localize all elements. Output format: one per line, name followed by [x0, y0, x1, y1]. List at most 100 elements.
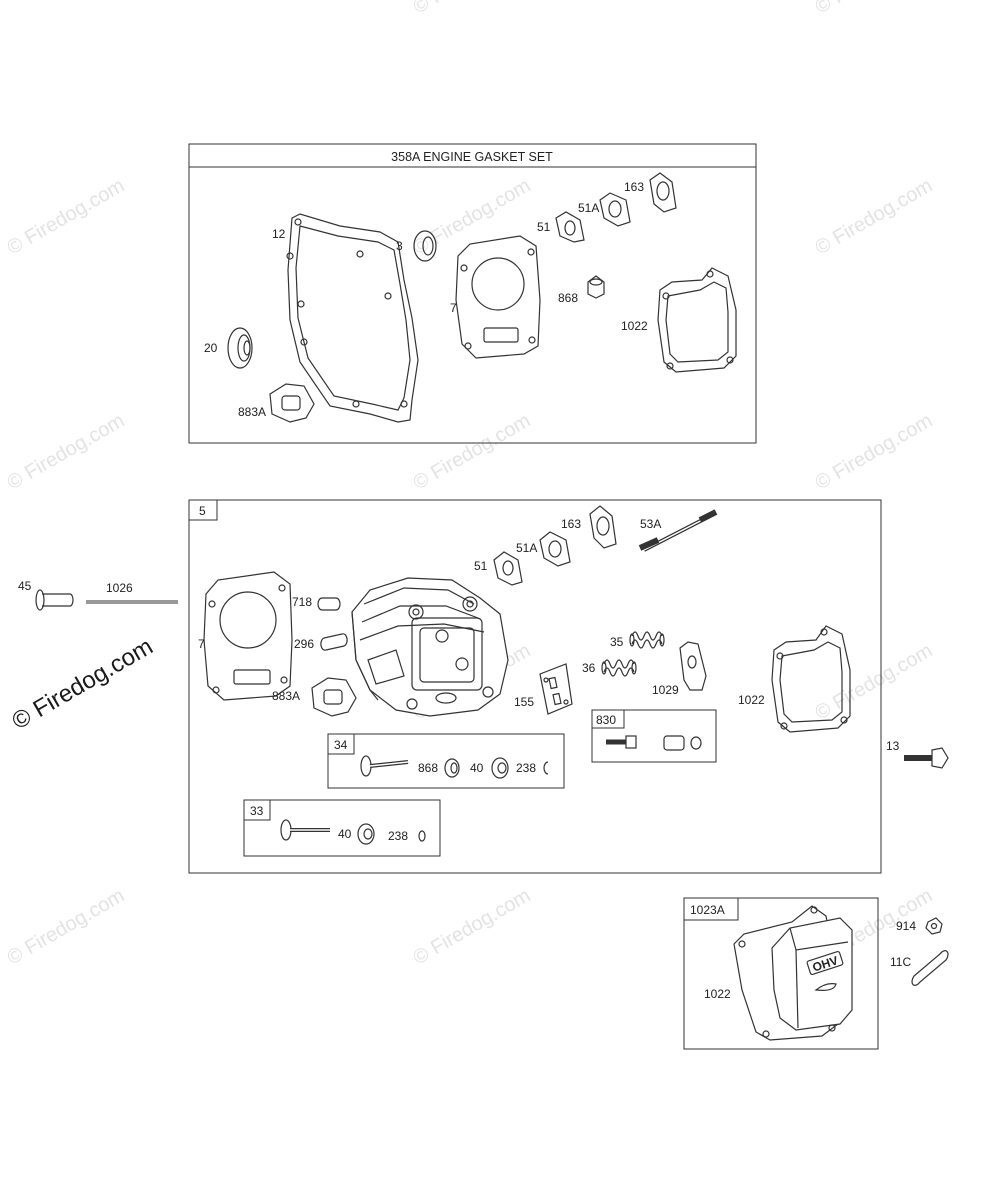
carburetor-gasket-163: [589, 505, 617, 549]
label-296: 296: [294, 637, 314, 651]
exhaust-valve: [360, 755, 409, 777]
pin-11c: [911, 950, 949, 986]
watermark: © Firedog.com: [812, 0, 937, 18]
bolt-13: [904, 747, 949, 769]
label-155: 155: [514, 695, 534, 709]
label-53a: 53A: [640, 517, 661, 531]
intake-gasket-51a: [539, 531, 571, 567]
label-1022: 1022: [621, 319, 648, 333]
rocker-cover-gasket: [771, 625, 851, 733]
oil-seal-20: [227, 327, 253, 369]
intake-gasket-51: [555, 211, 585, 243]
label-718: 718: [292, 595, 312, 609]
keeper-238: [418, 830, 426, 842]
sub-assembly-33: 33 40 238: [243, 799, 441, 857]
label-883a: 883A: [272, 689, 300, 703]
label-238: 238: [516, 761, 536, 775]
watermark: © Firedog.com: [4, 410, 129, 495]
assembly-id-830: 830: [596, 713, 616, 727]
assembly-id-5: 5: [199, 504, 206, 518]
stud-53a: [638, 509, 718, 552]
valve-cover-panel: 1023A OHV 1022: [683, 897, 879, 1050]
guide-plate-155: [539, 663, 573, 715]
watermark: © Firedog.com: [410, 175, 535, 260]
watermark: © Firedog.com: [812, 640, 937, 725]
watermark: © Firedog.com: [812, 410, 937, 495]
label-7: 7: [450, 301, 457, 315]
watermark: © Firedog.com: [812, 175, 937, 260]
gasket-set-frame: [188, 143, 757, 444]
assembly-id-1023a: 1023A: [690, 903, 725, 917]
valve-seal-868: [587, 275, 605, 299]
crankcase-gasket: [287, 213, 419, 423]
label-11c: 11C: [890, 955, 911, 969]
label-1022: 1022: [738, 693, 765, 707]
assembly-id-34: 34: [334, 738, 348, 752]
label-163: 163: [624, 180, 644, 194]
label-868: 868: [418, 761, 438, 775]
watermark-large: © Firedog.com: [8, 633, 158, 735]
label-868: 868: [558, 291, 578, 305]
nut-914: [925, 917, 943, 935]
label-1029: 1029: [652, 683, 679, 697]
push-rod-guide-45: [35, 589, 74, 611]
label-238: 238: [388, 829, 408, 843]
label-36: 36: [582, 661, 596, 675]
label-13: 13: [886, 739, 900, 753]
label-51a: 51A: [516, 541, 537, 555]
gasket-883a: [311, 677, 357, 717]
gasket-set-title: 358A ENGINE GASKET SET: [391, 150, 553, 164]
watermarks: © Firedog.com © Firedog.com © Firedog.co…: [4, 0, 937, 969]
head-gasket: [203, 571, 293, 701]
dowel-pin-296: [320, 633, 348, 651]
carburetor-gasket-163: [649, 172, 677, 213]
cylinder-head-panel: 5 7 718 296 883A: [188, 499, 882, 874]
valve-cover-frame: [683, 897, 879, 1050]
keeper-238: [543, 761, 549, 775]
sub-assembly-830: 830: [591, 709, 717, 763]
valve-seal-868: [444, 758, 460, 778]
label-163: 163: [561, 517, 581, 531]
watermark: © Firedog.com: [410, 885, 535, 970]
oil-seal: [413, 230, 437, 262]
cylinder-head-frame: [188, 499, 882, 874]
label-7: 7: [198, 637, 205, 651]
intake-valve: [280, 819, 330, 841]
loose-parts: 45 1026 13 914 11C: [18, 579, 949, 986]
watermark: © Firedog.com: [410, 0, 535, 18]
watermark: © Firedog.com: [4, 175, 129, 260]
dowel-pin-718: [317, 597, 341, 611]
label-883a: 883A: [238, 405, 266, 419]
label-51: 51: [537, 220, 551, 234]
gasket-set-panel: 358A ENGINE GASKET SET 12 3 7 51 51A 163: [188, 143, 757, 444]
intake-gasket-51: [493, 551, 523, 586]
label-35: 35: [610, 635, 624, 649]
watermark: © Firedog.com: [4, 885, 129, 970]
sub-assembly-34: 34 868 40 238: [327, 733, 565, 789]
valve-spring-36: [601, 659, 637, 677]
label-51: 51: [474, 559, 488, 573]
label-40: 40: [470, 761, 484, 775]
label-12: 12: [272, 227, 286, 241]
watermark: © Firedog.com: [410, 410, 535, 495]
label-20: 20: [204, 341, 218, 355]
retainer-40: [491, 757, 509, 779]
valve-cover: OHV: [733, 905, 853, 1041]
rocker-cover-gasket: [657, 267, 737, 373]
label-914: 914: [896, 919, 916, 933]
label-40: 40: [338, 827, 352, 841]
cylinder-head: [351, 577, 509, 717]
label-1026: 1026: [106, 581, 133, 595]
intake-gasket-51a: [599, 192, 631, 227]
label-3: 3: [396, 239, 403, 253]
gasket-883a: [269, 383, 315, 423]
label-45: 45: [18, 579, 32, 593]
label-1022: 1022: [704, 987, 731, 1001]
valve-spring-35: [629, 631, 665, 649]
assembly-id-33: 33: [250, 804, 264, 818]
label-51a: 51A: [578, 201, 599, 215]
retainer-40: [357, 823, 375, 845]
rocker-arm-1029: [679, 641, 707, 691]
head-gasket: [455, 235, 541, 359]
